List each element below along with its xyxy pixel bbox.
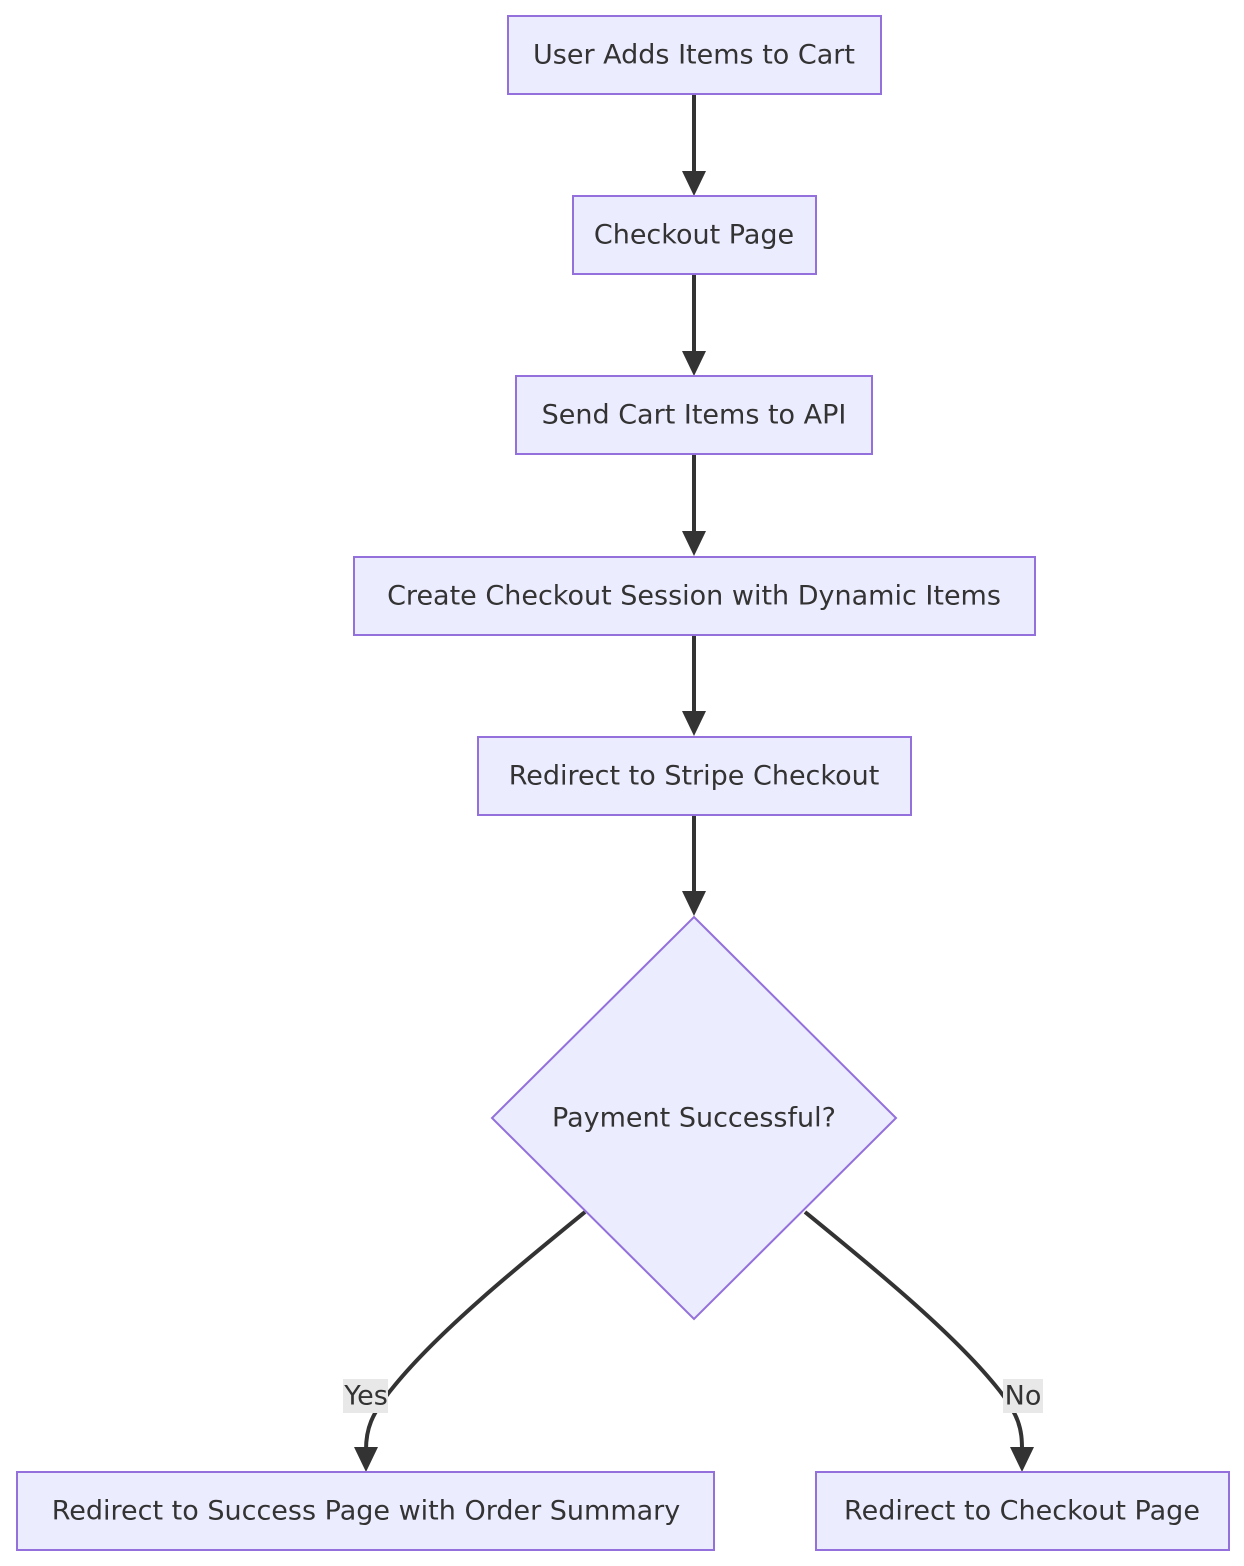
edge-label-no-background [1003, 1379, 1043, 1413]
edge-label-no-text: No [1005, 1381, 1042, 1412]
node-send-cart-items-box [515, 375, 873, 455]
node-payment-decision: Payment Successful? [490, 915, 898, 1321]
node-add-to-cart-label: User Adds Items to Cart [533, 40, 855, 71]
edge-decision-no [803, 1210, 1024, 1451]
node-redirect-stripe-box [477, 736, 912, 816]
edge-cart-to-checkout-arrowhead [682, 171, 706, 196]
node-create-session: Create Checkout Session with Dynamic Ite… [353, 556, 1036, 636]
node-checkout-page-label: Checkout Page [594, 220, 794, 251]
node-checkout-page: Checkout Page [572, 195, 817, 275]
node-redirect-checkout-label: Redirect to Checkout Page [844, 1496, 1200, 1527]
node-redirect-checkout: Redirect to Checkout Page [815, 1471, 1230, 1551]
node-success-page: Redirect to Success Page with Order Summ… [16, 1471, 715, 1551]
node-send-cart-items-label: Send Cart Items to API [542, 400, 847, 431]
edge-label-yes-text: Yes [343, 1381, 388, 1412]
node-create-session-box [353, 556, 1036, 636]
node-checkout-page-box [572, 195, 817, 275]
node-redirect-checkout-box [815, 1471, 1230, 1551]
edge-label-no: No [1003, 1379, 1043, 1413]
edge-decision-yes [364, 1210, 587, 1451]
node-redirect-stripe: Redirect to Stripe Checkout [477, 736, 912, 816]
node-payment-decision-diamond [490, 915, 898, 1321]
edge-create-to-redirect-arrowhead [682, 711, 706, 736]
node-create-session-label: Create Checkout Session with Dynamic Ite… [387, 581, 1001, 612]
edge-label-yes: Yes [343, 1379, 388, 1413]
edge-checkout-to-send-arrowhead [682, 351, 706, 376]
node-add-to-cart-box [507, 15, 882, 95]
edge-send-to-create-arrowhead [682, 531, 706, 556]
node-add-to-cart: User Adds Items to Cart [507, 15, 882, 95]
node-success-page-box [16, 1471, 715, 1551]
node-redirect-stripe-label: Redirect to Stripe Checkout [509, 761, 880, 792]
node-success-page-label: Redirect to Success Page with Order Summ… [52, 1496, 681, 1527]
edge-label-yes-background [343, 1379, 388, 1413]
edge-redirect-to-decision-arrowhead [682, 891, 706, 916]
edges [354, 95, 1034, 1472]
edge-decision-yes-arrowhead [354, 1447, 378, 1472]
edge-decision-no-arrowhead [1010, 1447, 1034, 1472]
node-payment-decision-label: Payment Successful? [552, 1103, 836, 1134]
node-send-cart-items: Send Cart Items to API [515, 375, 873, 455]
